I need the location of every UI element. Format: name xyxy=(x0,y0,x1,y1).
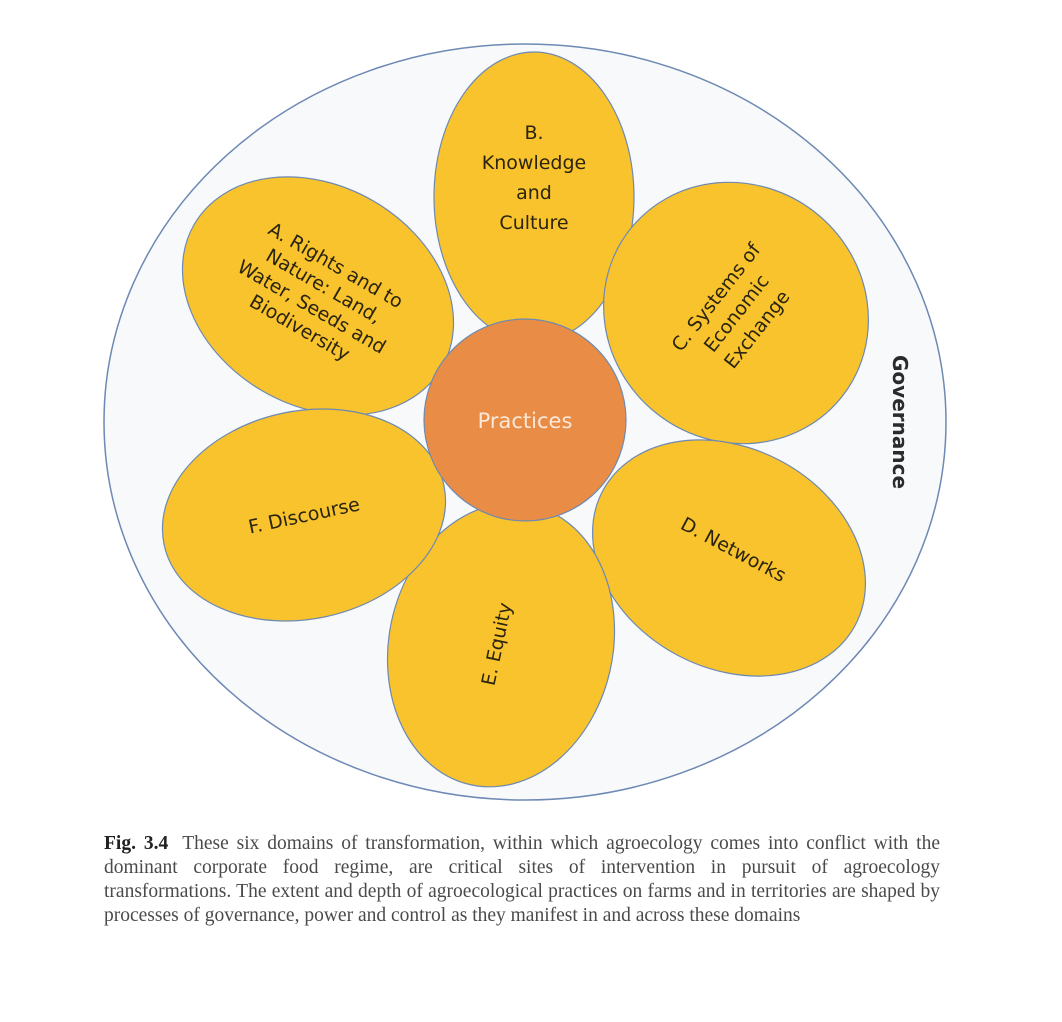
governance-label: Governance xyxy=(888,355,912,489)
petal-shape xyxy=(591,439,867,677)
petal-shape xyxy=(603,181,869,445)
caption-text: These six domains of transformation, wit… xyxy=(104,833,940,926)
agroecology-domains-diagram: A. Rights and toNature: Land,Water, Seed… xyxy=(103,43,947,801)
petal-label-line: and xyxy=(516,182,552,204)
practices-label: Practices xyxy=(478,409,573,433)
petal-label-line: B. xyxy=(524,122,543,144)
petal-shape xyxy=(161,408,447,622)
petal-label-line: Culture xyxy=(499,212,568,234)
petal-networks: D. Networks xyxy=(591,439,867,677)
petal-systems-of-economic-exchange: C. Systems ofEconomicExchange xyxy=(603,181,869,445)
figure-number: Fig. 3.4 xyxy=(104,833,169,854)
petal-rights-to-nature: A. Rights and toNature: Land,Water, Seed… xyxy=(181,176,455,416)
petal-discourse: F. Discourse xyxy=(161,408,447,622)
petal-equity: E. Equity xyxy=(386,502,616,788)
practices-center-circle xyxy=(423,318,627,522)
petal-label-line: Knowledge xyxy=(482,152,586,174)
